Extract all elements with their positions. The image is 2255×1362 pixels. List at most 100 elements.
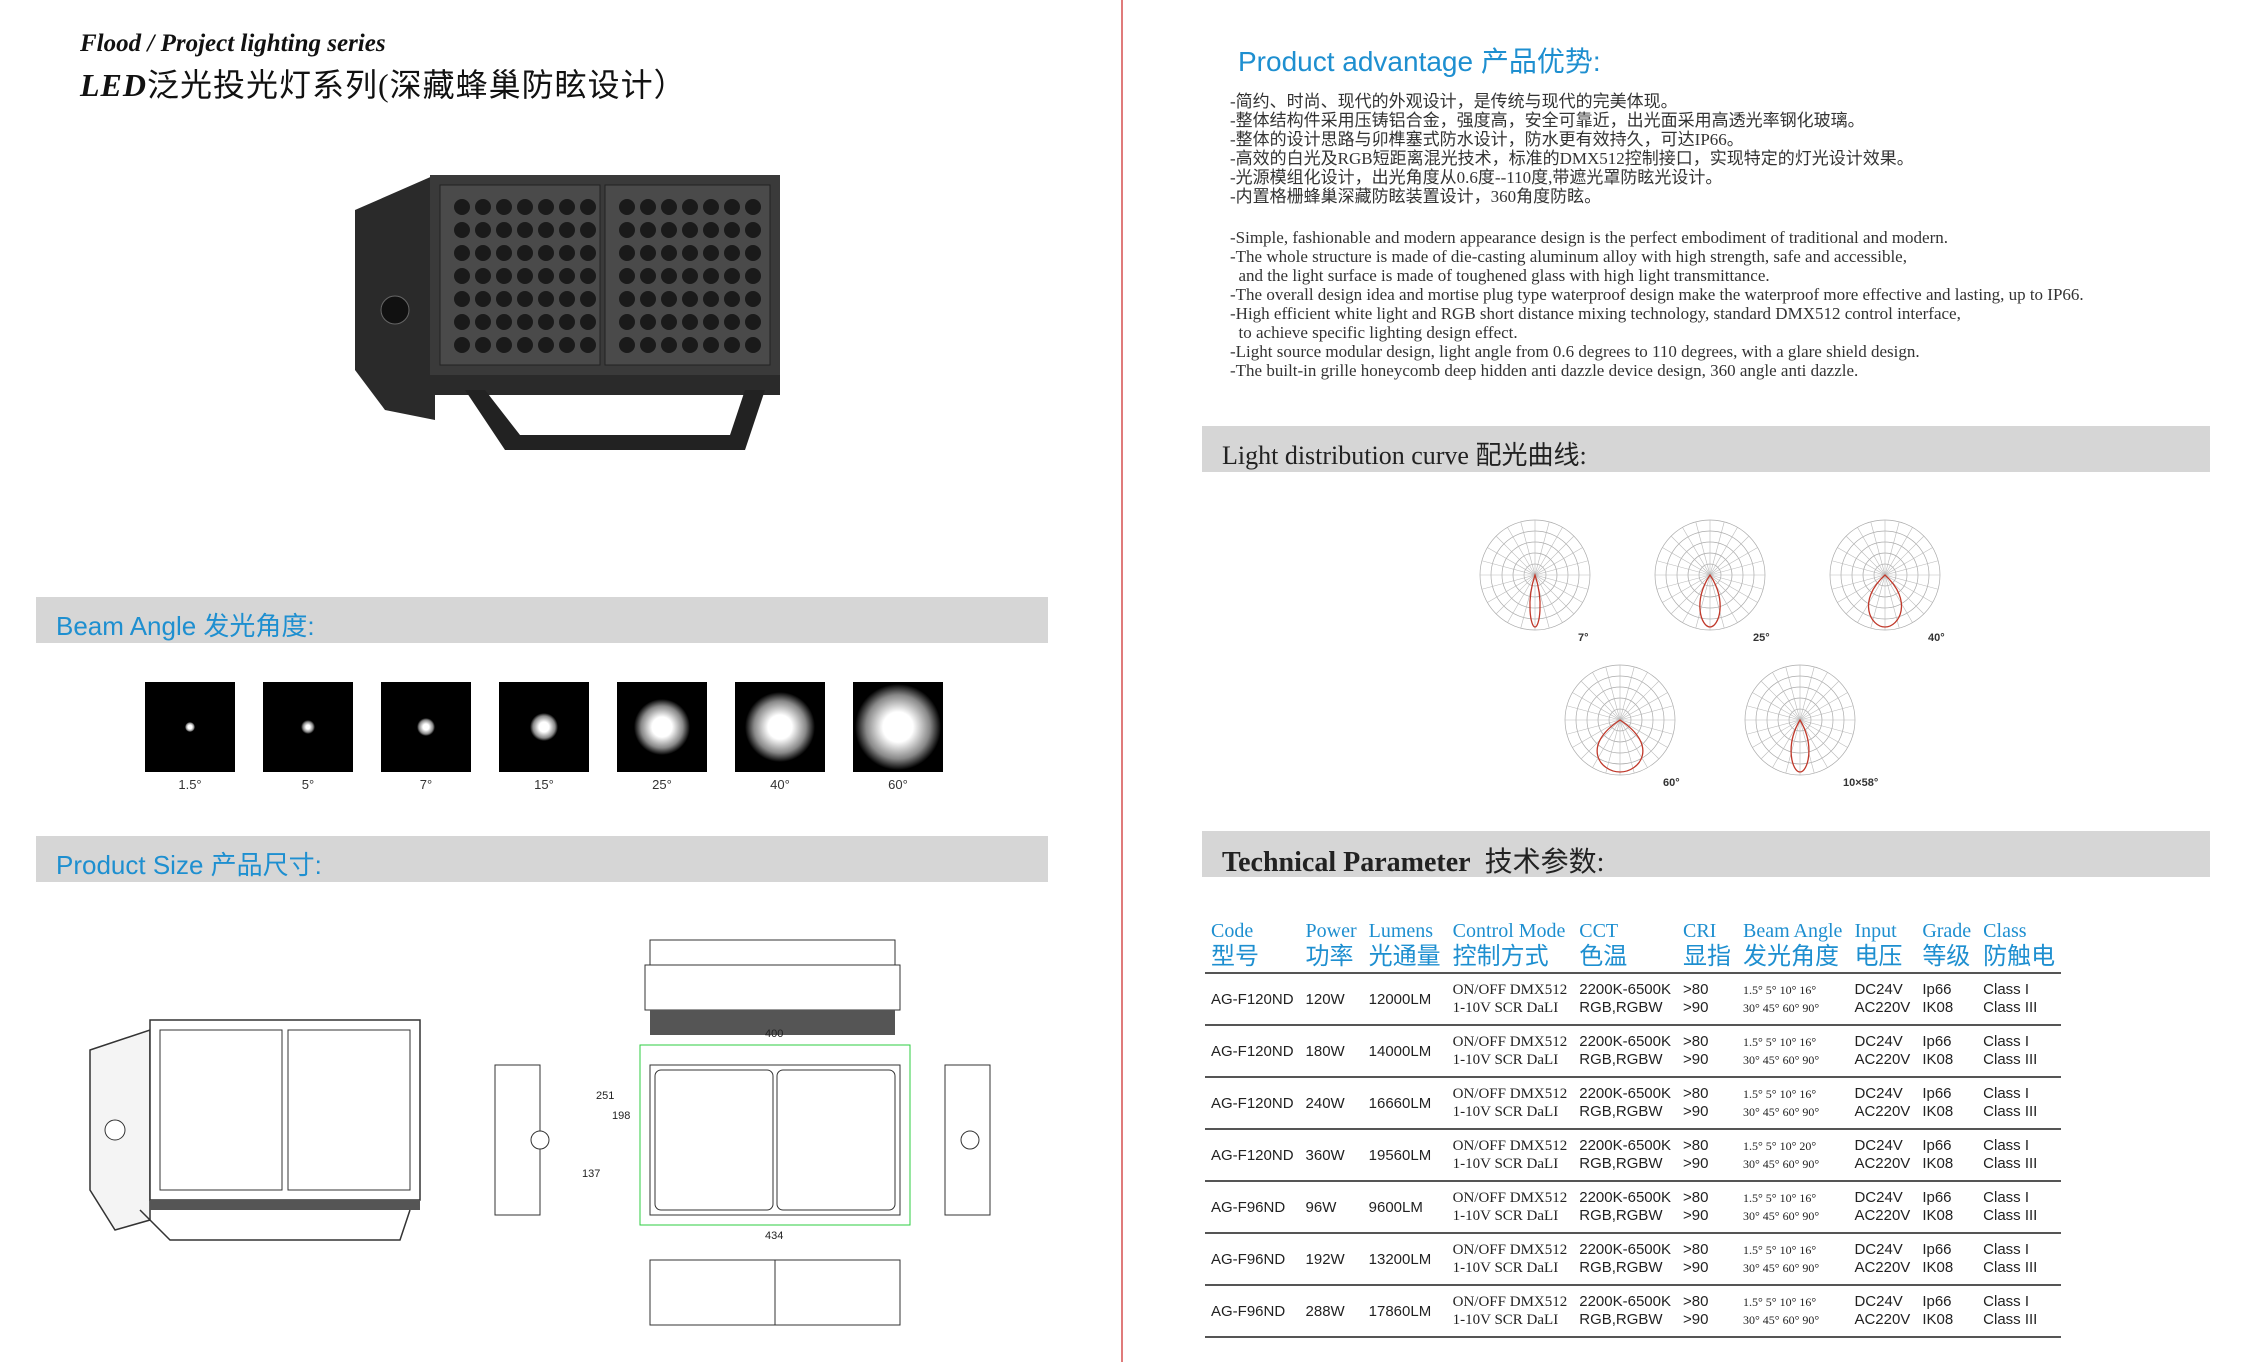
series-title-en: Flood / Project lighting series bbox=[80, 30, 386, 57]
beam-angle-sample bbox=[617, 682, 707, 772]
column-header-en: Control Mode bbox=[1452, 920, 1566, 942]
polar-curve bbox=[1564, 664, 1676, 776]
cell-in-line1: DC24V bbox=[1854, 981, 1903, 998]
cell-g-line2: IK08 bbox=[1922, 1259, 1954, 1276]
led-lens bbox=[661, 199, 677, 215]
polar-curve bbox=[1654, 519, 1766, 631]
cell-beam-line2: 30° 45° 60° 90° bbox=[1743, 1001, 1820, 1015]
beam-angle-sample bbox=[853, 682, 943, 772]
cell-power: 360W bbox=[1299, 1128, 1363, 1181]
light-distribution-title: Light distribution curve 配光曲线: bbox=[1222, 441, 1587, 470]
led-lens bbox=[703, 245, 719, 261]
cell-beam: 1.5° 5° 10° 16° 30° 45° 60° 90° bbox=[1737, 1180, 1849, 1233]
cell-lumens: 17860LM bbox=[1362, 1284, 1447, 1338]
led-lens bbox=[640, 337, 656, 353]
cell-beam: 1.5° 5° 10° 16°30° 45° 60° 90° bbox=[1737, 1076, 1849, 1129]
cell-cri: >80>90 bbox=[1677, 972, 1737, 1025]
cell-g-line2: IK08 bbox=[1922, 1051, 1954, 1068]
advantage-line-en: to achieve specific lighting design effe… bbox=[1230, 323, 1518, 342]
led-lens bbox=[454, 337, 470, 353]
cell-cri-line2: >90 bbox=[1683, 1051, 1709, 1068]
led-lens bbox=[745, 268, 761, 284]
cell-in-line1: DC24V bbox=[1854, 1085, 1903, 1102]
led-lens bbox=[703, 314, 719, 330]
cell-cct-line1: 2200K-6500K bbox=[1579, 1189, 1671, 1206]
technical-parameter-title: Technical Parameter 技术参数: bbox=[1222, 840, 1604, 880]
cell-c-line2: Class III bbox=[1983, 1259, 2038, 1276]
polar-curve-label: 25° bbox=[1753, 632, 1770, 644]
led-lens bbox=[517, 199, 533, 215]
polar-curve bbox=[1744, 664, 1856, 776]
product-size-title: Product Size 产品尺寸: bbox=[56, 850, 322, 880]
cell-cri-line1: >80 bbox=[1683, 1241, 1709, 1258]
cell-ctrl-line2: 1-10V SCR DaLI bbox=[1452, 1208, 1559, 1224]
beam-angle-label: 60° bbox=[888, 777, 908, 792]
dim-width-inner: 400 bbox=[765, 1028, 784, 1040]
cell-c-line1: Class I bbox=[1983, 981, 2030, 998]
led-lens bbox=[580, 222, 596, 238]
cell-power: 96W bbox=[1299, 1180, 1363, 1233]
cell-power: 288W bbox=[1299, 1284, 1363, 1338]
beam-angle-sample bbox=[145, 682, 235, 772]
cell-code: AG-F96ND bbox=[1205, 1284, 1300, 1338]
product-advantage-title: Product advantage 产品优势: bbox=[1238, 46, 1601, 77]
led-prefix: LED bbox=[80, 67, 147, 103]
led-lens bbox=[580, 245, 596, 261]
cell-beam-line2: 30° 45° 60° 90° bbox=[1743, 1209, 1820, 1223]
led-lens bbox=[496, 222, 512, 238]
cell-g-line1: Ip66 bbox=[1922, 1085, 1952, 1102]
polar-curve bbox=[1829, 519, 1941, 631]
cell-in-line2: AC220V bbox=[1854, 1259, 1911, 1276]
led-lens bbox=[661, 337, 677, 353]
cell-beam-line1: 1.5° 5° 10° 16° bbox=[1743, 1191, 1817, 1205]
led-lens bbox=[475, 222, 491, 238]
cell-cri-line2: >90 bbox=[1683, 1207, 1709, 1224]
column-header-cn: 型号 bbox=[1211, 944, 1259, 970]
polar-curve-label: 40° bbox=[1928, 632, 1945, 644]
led-lens bbox=[682, 245, 698, 261]
led-lens bbox=[517, 337, 533, 353]
led-lens bbox=[559, 337, 575, 353]
cell-g-line1: Ip66 bbox=[1922, 1137, 1952, 1154]
led-lens bbox=[538, 199, 554, 215]
series-title-cn: LED泛光投光灯系列(深藏蜂巢防眩设计） bbox=[80, 60, 687, 106]
beam-angle-sample bbox=[263, 682, 353, 772]
cell-g-line2: IK08 bbox=[1922, 1207, 1954, 1224]
led-lens bbox=[475, 314, 491, 330]
led-lens bbox=[724, 268, 740, 284]
cell-ctrl-line2: 1-10V SCR DaLI bbox=[1452, 1000, 1559, 1016]
led-lens bbox=[517, 222, 533, 238]
led-lens bbox=[745, 337, 761, 353]
product-size-bar: Product Size 产品尺寸: bbox=[36, 836, 1048, 882]
cell-c-line1: Class I bbox=[1983, 1137, 2030, 1154]
cell-ctrl-line2: 1-10V SCR DaLI bbox=[1452, 1052, 1559, 1068]
column-header-cn: 防触电 bbox=[1983, 944, 2056, 970]
cell-beam-line1: 1.5° 5° 10° 16° bbox=[1743, 1243, 1817, 1257]
page-divider bbox=[1121, 0, 1123, 1362]
led-lens bbox=[475, 199, 491, 215]
beam-angle-label: 25° bbox=[652, 777, 672, 792]
led-lens bbox=[661, 245, 677, 261]
cell-c-line1: Class I bbox=[1983, 1293, 2030, 1310]
dim-height-c: 137 bbox=[582, 1168, 601, 1180]
cell-cct-line2: RGB,RGBW bbox=[1579, 1103, 1663, 1120]
column-header-en: CCT bbox=[1579, 920, 1619, 942]
cell-cct-line1: 2200K-6500K bbox=[1579, 981, 1671, 998]
led-lens bbox=[580, 291, 596, 307]
cell-lumens: 19560LM bbox=[1362, 1128, 1447, 1181]
beam-angle-sample bbox=[381, 682, 471, 772]
advantage-line-en: and the light surface is made of toughen… bbox=[1230, 266, 1770, 285]
cell-beam-line1: 1.5° 5° 10° 16° bbox=[1743, 1087, 1817, 1101]
led-lens bbox=[682, 222, 698, 238]
led-lens bbox=[559, 291, 575, 307]
cell-g-line1: Ip66 bbox=[1922, 1293, 1952, 1310]
cell-c-line2: Class III bbox=[1983, 1155, 2038, 1172]
